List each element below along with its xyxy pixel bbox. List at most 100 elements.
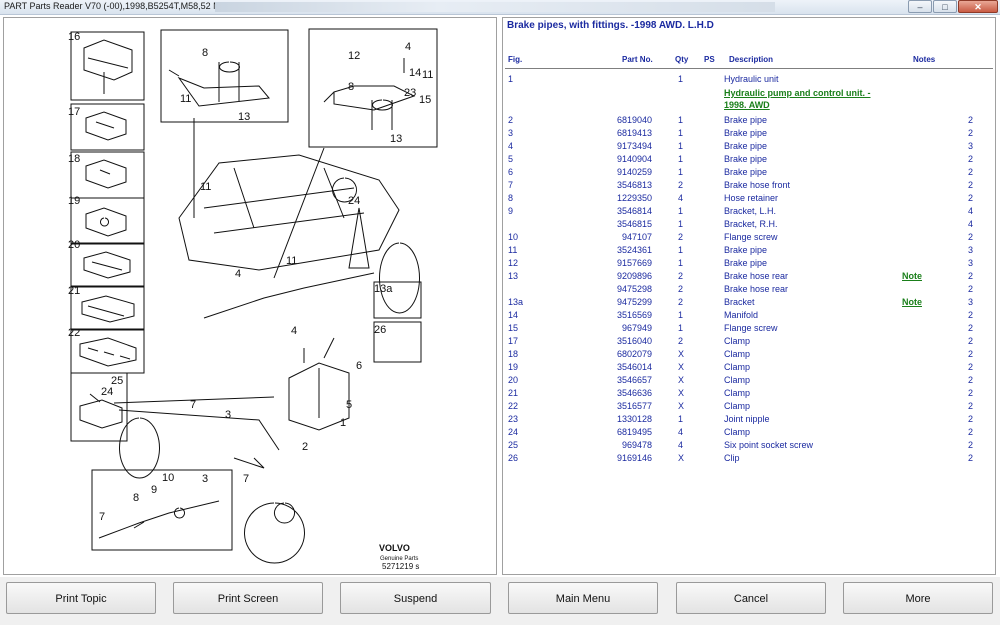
diagram-callout-label: 16 xyxy=(68,31,80,43)
row-part-no: 3546815 xyxy=(616,219,652,229)
row-count: 2 xyxy=(967,167,973,177)
row-part-no: 3546636 xyxy=(616,388,652,398)
row-count: 2 xyxy=(967,336,973,346)
header-notes: Notes xyxy=(913,55,936,64)
row-fig: 15 xyxy=(508,323,519,333)
row-part-no: 9209896 xyxy=(616,271,652,281)
row-qty: 1 xyxy=(678,219,684,229)
row-description: Clamp xyxy=(724,388,751,398)
diagram-callout-label: 18 xyxy=(68,153,80,165)
hydraulic-pump-link[interactable]: Hydraulic pump and control unit. - xyxy=(724,88,871,98)
diagram-callout-label: 4 xyxy=(235,268,241,280)
suspend-button[interactable]: Suspend xyxy=(340,582,491,614)
row-description: Clamp xyxy=(724,427,751,437)
diagram-callout-label: 21 xyxy=(68,285,80,297)
diagram-callout-label: 15 xyxy=(419,94,431,106)
detail-box-21 xyxy=(70,285,145,331)
genuine-parts-text: Genuine Parts xyxy=(380,556,418,562)
row-fig: 25 xyxy=(508,440,519,450)
close-icon[interactable]: ✕ xyxy=(958,0,998,13)
header-fig: Fig. xyxy=(508,55,523,64)
row-fig: 20 xyxy=(508,375,519,385)
row-count: 3 xyxy=(967,297,973,307)
row-qty: 1 xyxy=(678,206,684,216)
parts-list-panel: Brake pipes, with fittings. -1998 AWD. L… xyxy=(502,17,996,575)
diagram-callout-label: 20 xyxy=(68,239,80,251)
row-description: Clamp xyxy=(724,336,751,346)
row-description: Clamp xyxy=(724,401,751,411)
row-part-no: 967949 xyxy=(621,323,652,333)
row-count: 2 xyxy=(967,180,973,190)
row-description: Clamp xyxy=(724,375,751,385)
row-part-no: 3516577 xyxy=(616,401,652,411)
diagram-callout-label: 14 xyxy=(409,67,421,79)
row-count: 3 xyxy=(967,245,973,255)
print-screen-button[interactable]: Print Screen xyxy=(173,582,323,614)
diagram-callout-label: 8 xyxy=(348,81,354,93)
row-count: 3 xyxy=(967,141,973,151)
row-qty: 4 xyxy=(678,427,684,437)
header-description: Description xyxy=(729,55,774,64)
row-part-no: 969478 xyxy=(621,440,652,450)
row-fig: 17 xyxy=(508,336,519,346)
row-note-link[interactable]: Note xyxy=(902,297,922,307)
minimize-icon[interactable]: – xyxy=(908,0,932,13)
row-qty: 2 xyxy=(678,297,684,307)
row-count: 2 xyxy=(967,414,973,424)
row-count: 2 xyxy=(967,388,973,398)
row-qty: 1 xyxy=(678,154,684,164)
row-description: Manifold xyxy=(724,310,759,320)
cancel-button[interactable]: Cancel xyxy=(676,582,826,614)
row-description: Clamp xyxy=(724,362,751,372)
print-topic-button[interactable]: Print Topic xyxy=(6,582,156,614)
hydraulic-pump-link-cont[interactable]: 1998. AWD xyxy=(724,100,770,110)
main-menu-button[interactable]: Main Menu xyxy=(508,582,658,614)
diagram-callout-label: 7 xyxy=(190,399,196,411)
diagram-callout-label: 4 xyxy=(291,325,297,337)
detail-box-24-25 xyxy=(70,372,128,442)
row-description: Brake pipe xyxy=(724,128,768,138)
window-title: PART Parts Reader V70 (-00),1998,B5254T,… xyxy=(4,1,250,11)
row-qty: 2 xyxy=(678,336,684,346)
maximize-icon[interactable]: □ xyxy=(933,0,957,13)
diagram-callout-label: 13 xyxy=(238,111,250,123)
row-description: Hose retainer xyxy=(724,193,779,203)
diagram-callout-label: 8 xyxy=(202,47,208,59)
row-count: 2 xyxy=(967,115,973,125)
row-note-link[interactable]: Note xyxy=(902,271,922,281)
row-qty: 1 xyxy=(678,115,684,125)
more-button[interactable]: More xyxy=(843,582,993,614)
detail-box-16 xyxy=(70,31,145,101)
row-qty: 1 xyxy=(678,323,684,333)
row-part-no: 6819040 xyxy=(616,115,652,125)
